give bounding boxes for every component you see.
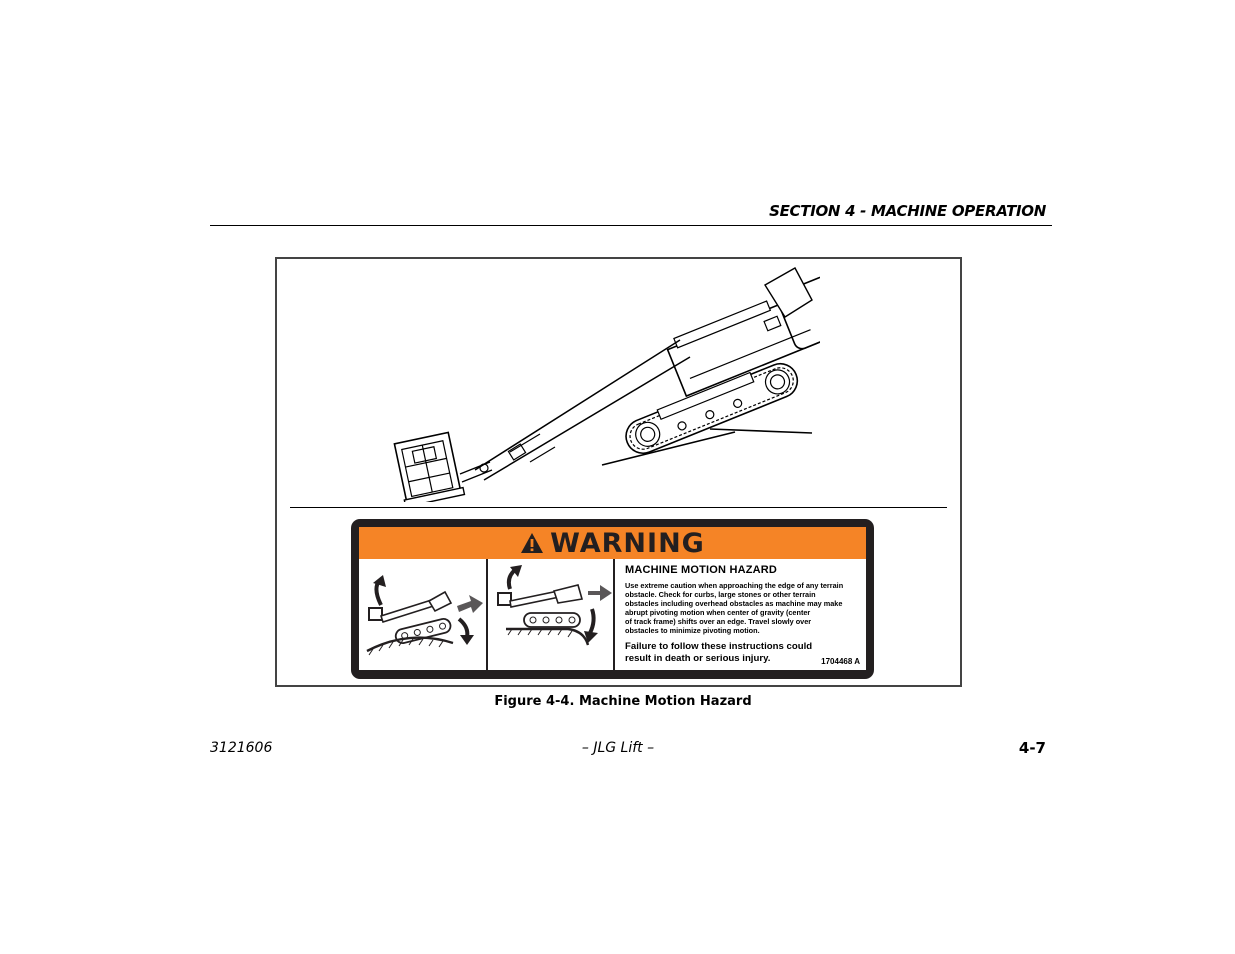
instruction-line: of track frame) shifts over an edge. Tra…	[625, 616, 812, 626]
instruction-line: obstacles including overhead obstacles a…	[625, 598, 843, 608]
footer-document-number: 3121606	[210, 740, 273, 756]
ground-slope-line	[601, 431, 736, 466]
decal-part-number: 1704468 A	[821, 657, 860, 666]
hazard-pictogram-2	[486, 559, 614, 670]
boom	[474, 339, 691, 481]
hazard-title: MACHINE MOTION HAZARD	[625, 564, 778, 576]
signal-word: WARNING	[550, 527, 705, 559]
decal-inner: WARNING	[359, 527, 866, 670]
instruction-line: obstacle. Check for curbs, large stones …	[625, 589, 816, 599]
hazard-pictogram-1	[359, 559, 485, 670]
warning-decal: WARNING	[351, 519, 874, 679]
page-number: 4-7	[1018, 739, 1046, 757]
instruction-line: abrupt pivoting motion when center of gr…	[625, 607, 811, 617]
instruction-line: Use extreme caution when approaching the…	[625, 581, 844, 590]
consequence-line: result in death or serious injury.	[625, 652, 771, 664]
decal-header: WARNING	[359, 527, 866, 559]
machine-pivot-up-pictogram	[497, 565, 612, 646]
track-assembly	[625, 362, 799, 455]
header-rule	[210, 225, 1052, 226]
platform-basket	[393, 431, 466, 502]
hazard-consequence: Failure to follow these instructions cou…	[625, 641, 865, 664]
warning-triangle-icon	[521, 533, 544, 553]
figure-frame	[275, 257, 962, 687]
ground-edge-line	[709, 428, 813, 434]
hazard-instructions: Use extreme caution when approaching the…	[625, 581, 865, 635]
instruction-line: obstacles to minimize pivoting motion.	[625, 625, 760, 635]
figure-divider	[290, 507, 947, 508]
hazard-text-panel: MACHINE MOTION HAZARD Use extreme cautio…	[613, 559, 868, 670]
machine-illustration	[393, 267, 820, 502]
section-header: SECTION 4 - MACHINE OPERATION	[769, 202, 1046, 220]
jib	[459, 461, 493, 483]
machine-pivot-down-pictogram	[366, 575, 483, 656]
footer-center-text: – JLG Lift –	[581, 740, 655, 756]
figure-caption: Figure 4-4. Machine Motion Hazard	[494, 694, 752, 709]
counterweight	[764, 267, 813, 318]
turntable	[666, 276, 820, 398]
consequence-line: Failure to follow these instructions cou…	[625, 641, 813, 652]
